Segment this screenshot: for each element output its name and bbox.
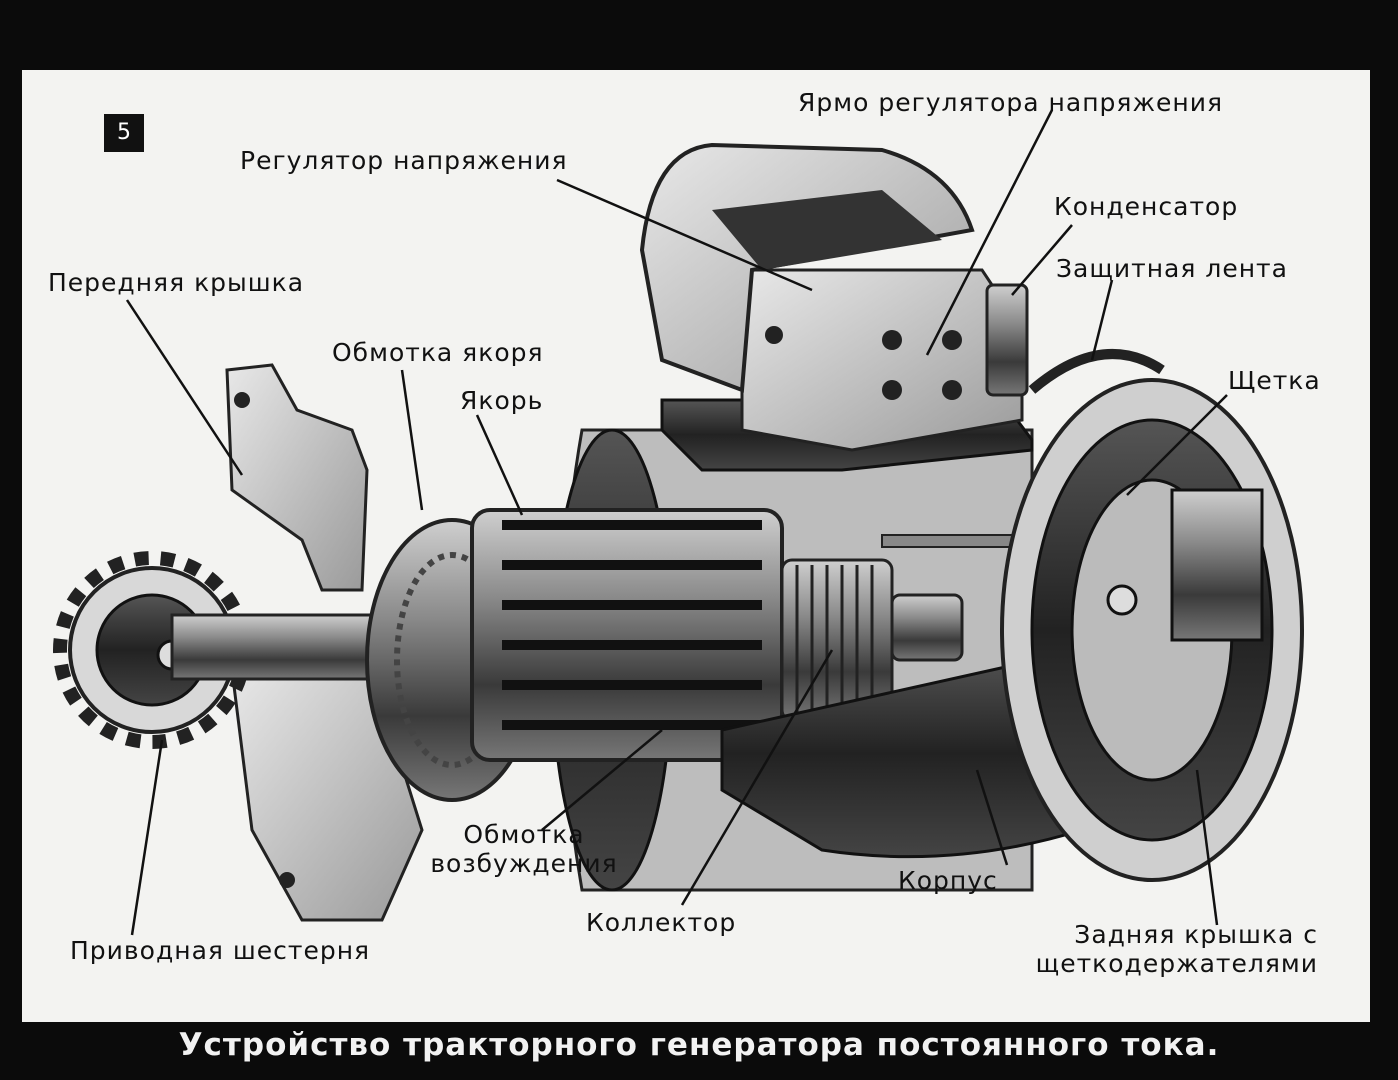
label-rear-cover-line2: щеткодержателями [1035,949,1318,978]
label-field-winding-line1: Обмотка [463,820,585,849]
label-brush: Щетка [1228,366,1321,395]
front-cover-bracket [225,363,369,592]
label-regulator: Регулятор напряжения [240,146,568,175]
capacitor [985,283,1029,397]
label-rear-cover-line1: Задняя крышка с [1074,920,1318,949]
generator-illustration [53,109,1304,936]
label-yoke: Ярмо регулятора напряжения [798,88,1223,117]
leader-lines [125,109,1228,936]
protective-band [1028,349,1165,394]
label-rear-cover: Задняя крышка с щеткодержателями [1010,920,1318,978]
commutator [780,558,964,722]
label-commutator: Коллектор [586,908,737,937]
diagram-slide: 5 Ярмо регулятора напряжения Регулятор н… [22,70,1370,1022]
rear-cover [1000,378,1304,882]
label-field-winding-line2: возбуждения [430,849,618,878]
regulator-body [740,268,1024,452]
label-field-winding: Обмотка возбуждения [412,820,636,878]
label-drive-gear: Приводная шестерня [70,936,371,965]
slide-caption: Устройство тракторного генератора постоя… [178,1027,1220,1063]
label-housing: Корпус [898,866,998,895]
label-front-cover: Передняя крышка [48,268,305,297]
label-armature: Якорь [460,386,544,415]
slide-number-badge: 5 [104,114,144,152]
label-armature-winding: Обмотка якоря [332,338,544,367]
label-protective-band: Защитная лента [1056,254,1288,283]
label-capacitor: Конденсатор [1054,192,1239,221]
